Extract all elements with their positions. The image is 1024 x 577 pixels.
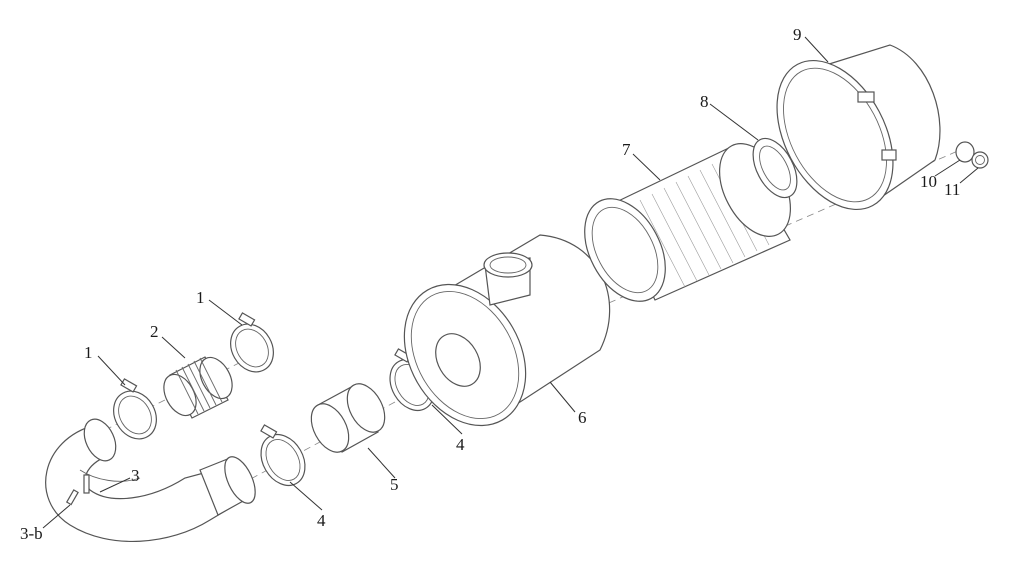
- label-5: 5: [390, 475, 399, 494]
- label-3-b: 3-b: [20, 524, 43, 543]
- part-5-sleeve: [310, 383, 386, 453]
- label-11: 11: [944, 180, 960, 199]
- label-1-lower-clamp: 1: [84, 343, 93, 362]
- part-1-clamp-upper: [230, 312, 274, 373]
- part-10-washer: [955, 141, 975, 163]
- label-9: 9: [793, 25, 802, 44]
- label-1-upper-clamp: 1: [196, 288, 205, 307]
- label-4-left-clamp: 4: [317, 511, 326, 530]
- part-9-cover: [776, 44, 941, 211]
- part-6-filter-housing: [403, 234, 611, 427]
- leader-lines: [42, 36, 979, 529]
- label-10: 10: [920, 172, 937, 191]
- label-7: 7: [622, 140, 631, 159]
- label-2: 2: [150, 322, 159, 341]
- part-11-wing-nut: [971, 151, 989, 169]
- part-7-filter-element: [584, 143, 791, 302]
- label-4-right-clamp: 4: [456, 435, 465, 454]
- label-8: 8: [700, 92, 709, 111]
- part-3-elbow-hose: [45, 418, 256, 543]
- part-2-corrugated-coupling: [163, 356, 233, 419]
- label-6: 6: [578, 408, 587, 427]
- part-4-clamp-left: [260, 424, 306, 487]
- part-1-clamp-lower: [113, 378, 157, 440]
- part-8-inner-seal: [752, 137, 798, 199]
- label-3: 3: [131, 466, 140, 485]
